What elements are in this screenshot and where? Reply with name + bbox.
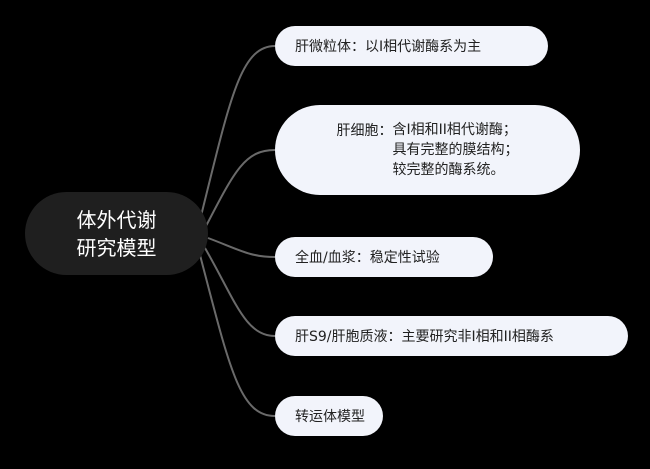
connector-1 (199, 45, 276, 221)
node-blood-plasma[interactable]: 全血/血浆：稳定性试验 (275, 237, 493, 277)
node-text: 转运体模型 (295, 409, 365, 425)
connector-2 (204, 149, 276, 229)
node-line: 含I相和II相代谢酶； (392, 122, 517, 138)
node-liver-microsomes[interactable]: 肝微粒体：以I相代谢酶系为主 (275, 26, 548, 66)
node-line: 具有完整的膜结构； (392, 142, 519, 158)
root-title-line2: 研究模型 (76, 235, 157, 260)
node-text: 肝微粒体：以I相代谢酶系为主 (295, 39, 482, 55)
root-title-line1: 体外代谢 (76, 207, 157, 232)
node-text: 全血/血浆：稳定性试验 (295, 250, 440, 266)
node-s9-cytosol[interactable]: 肝S9/肝胞质液：主要研究非I相和II相酶系 (275, 316, 628, 356)
node-label: 肝细胞： (336, 123, 393, 139)
connector-4 (204, 247, 276, 337)
node-text: 肝S9/肝胞质液：主要研究非I相和II相酶系 (295, 329, 554, 345)
connector-5 (199, 254, 276, 417)
node-line: 较完整的酶系统。 (392, 162, 505, 178)
node-hepatocytes[interactable]: 肝细胞： 含I相和II相代谢酶； 具有完整的膜结构； 较完整的酶系统。 (275, 105, 580, 195)
connector-3 (207, 237, 276, 258)
node-transporter-model[interactable]: 转运体模型 (275, 396, 383, 436)
root-node[interactable]: 体外代谢 研究模型 (25, 192, 208, 275)
